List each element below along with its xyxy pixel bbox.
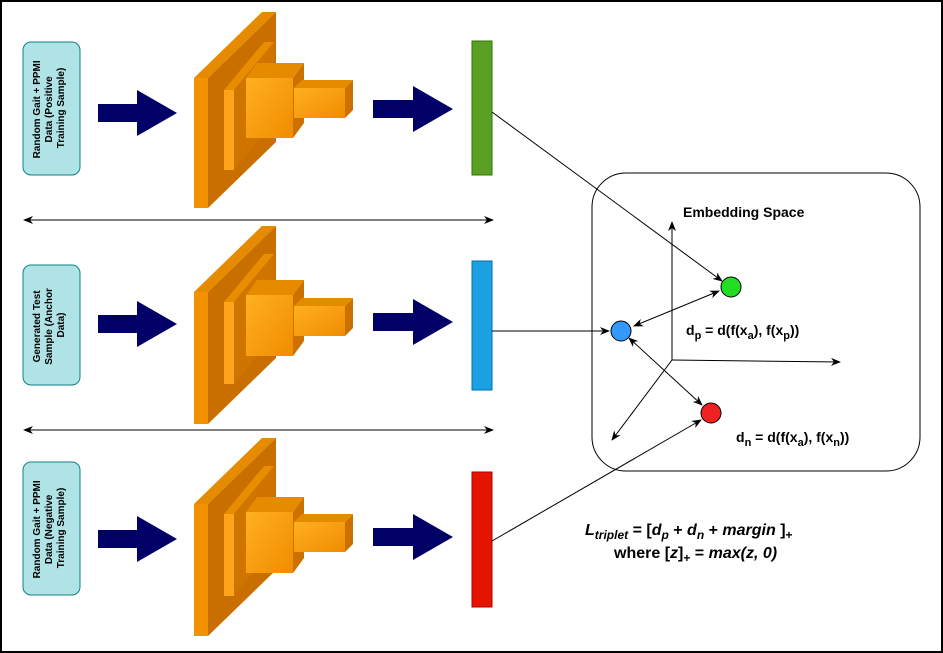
embedding-bar-positive [471, 40, 493, 176]
distance-arrow-positive [633, 290, 720, 327]
cnn-block-positive [194, 12, 353, 208]
flow-arrow-negative-in [98, 516, 177, 562]
point-negative [700, 402, 722, 424]
dn-label: dn = d(f(xa), f(xn)) [736, 429, 849, 449]
flow-arrow-anchor-out [373, 299, 453, 345]
embedding-space-title: Embedding Space [683, 204, 805, 220]
point-anchor [610, 320, 632, 342]
input-label-negative: Random Gait + PPMI Data (Negative Traini… [32, 478, 67, 579]
embedding-bar-anchor [471, 260, 493, 391]
flow-arrow-positive-out [373, 86, 453, 132]
loss-line-2: where [z]+ = max(z, 0) [613, 545, 777, 565]
input-box-negative [22, 461, 81, 596]
distance-arrow-negative [628, 337, 703, 406]
input-label-positive: Random Gait + PPMI Data (Positive Traini… [32, 58, 67, 159]
flow-arrow-negative-out [373, 514, 453, 560]
loss-formula: Ltriplet = [dp + dn + margin ]+ where [z… [585, 522, 793, 565]
cnn-block-anchor [194, 226, 353, 424]
dp-label: dp = d(f(xa), f(xp)) [686, 322, 799, 342]
cnn-block-negative [194, 438, 353, 636]
embedding-bar-negative [471, 471, 493, 608]
row-anchor: Generated Test Sample (Anchor Data) [22, 226, 493, 424]
input-box-positive [22, 41, 81, 176]
connector-positive [491, 111, 723, 282]
loss-line-1: Ltriplet = [dp + dn + margin ]+ [585, 522, 793, 542]
input-label-anchor: Generated Test Sample (Anchor Data) [32, 285, 67, 364]
embedding-space: Embedding Space dp = d(f(xa), f(xp)) dn … [591, 172, 921, 472]
row-negative: Random Gait + PPMI Data (Negative Traini… [22, 438, 493, 636]
input-box-anchor [22, 264, 81, 386]
flow-arrow-positive-in [98, 90, 177, 136]
row-positive: Random Gait + PPMI Data (Positive Traini… [22, 12, 493, 208]
flow-arrow-anchor-in [98, 301, 177, 347]
connector-negative [491, 419, 702, 542]
point-positive [720, 276, 742, 298]
